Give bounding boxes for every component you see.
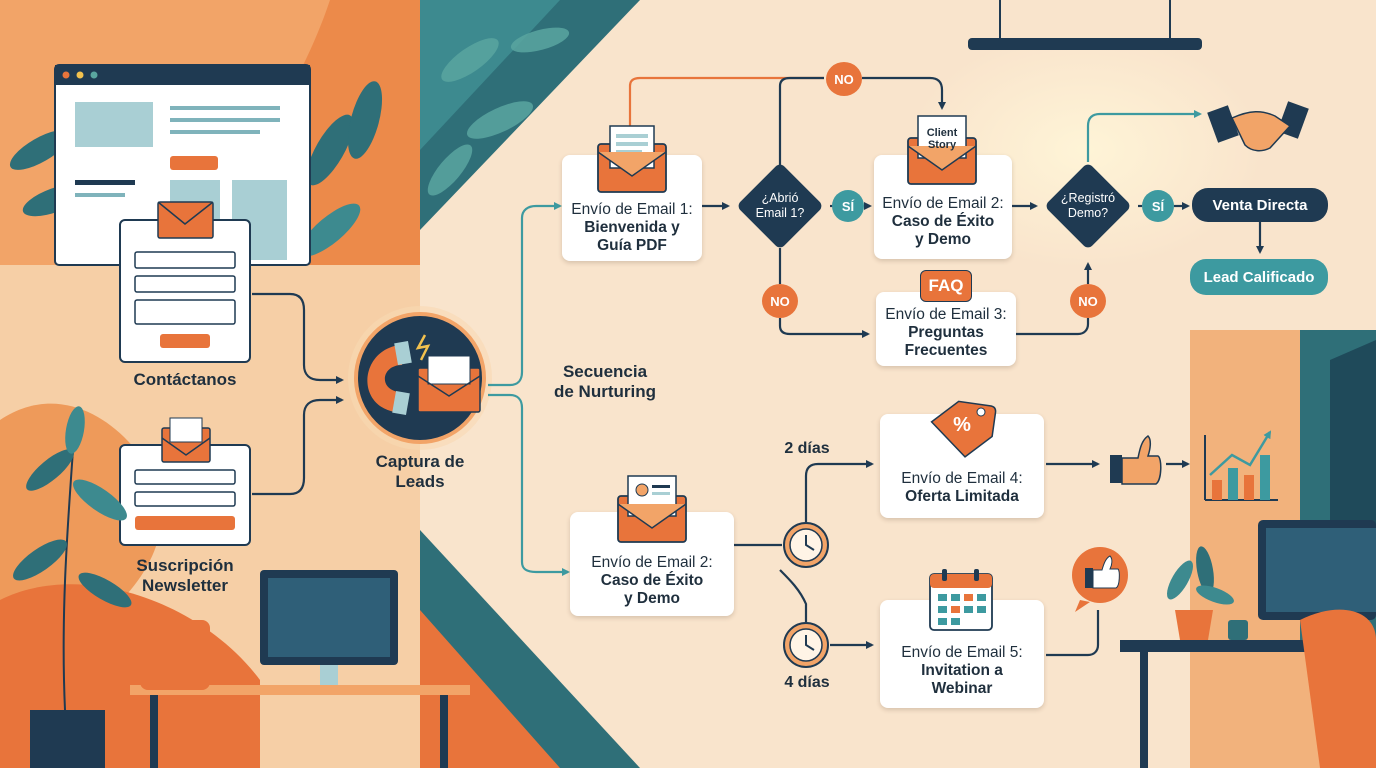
client-story-label: Client Story	[926, 127, 958, 151]
open-envelope-icon	[597, 125, 667, 193]
qualified-lead-pill[interactable]: Lead Calificado	[1190, 259, 1328, 295]
no-badge: NO	[762, 284, 798, 318]
nurturing-sequence-label: Secuencia de Nurturing	[554, 362, 656, 401]
no-badge: NO	[826, 62, 862, 96]
decision-opened-email-1: ¿Abrió Email 1?	[755, 191, 805, 220]
lead-magnet-icon	[348, 306, 492, 450]
email-2-bottom-title-line2: y Demo	[624, 590, 680, 607]
desk-illustration-left	[130, 570, 470, 768]
email-2-card-bottom[interactable]: Envío de Email 2: Caso de Éxito y Demo	[570, 512, 734, 616]
direct-sale-pill[interactable]: Venta Directa	[1192, 188, 1328, 222]
lamp-illustration	[968, 0, 1202, 50]
plant-illustration-left	[13, 406, 132, 768]
newsletter-source-label: Suscripción Newsletter	[136, 556, 234, 595]
email-2-bottom-title-line1: Caso de Éxito	[600, 572, 704, 589]
email-2-bottom-step: Envío de Email 2:	[591, 554, 713, 571]
email-1-card[interactable]: Envío de Email 1: Bienvenida y Guía PDF	[562, 155, 702, 261]
thumbs-up-icon	[1110, 435, 1162, 485]
discount-percent-label: %	[953, 414, 971, 436]
leaf-decoration	[427, 27, 570, 196]
delay-2-days: 2 días	[784, 440, 830, 457]
no-badge: NO	[1070, 284, 1106, 318]
faq-label: FAQ	[928, 276, 964, 295]
email-3-title-line2: Frecuentes	[904, 342, 988, 359]
newsletter-form-illustration	[119, 417, 251, 546]
email-4-step: Envío de Email 4:	[901, 470, 1023, 487]
decision-registered-demo: ¿Registró Demo?	[1060, 191, 1116, 220]
decision-diamond-1	[738, 164, 822, 248]
desk-illustration-right	[1120, 520, 1376, 768]
lead-capture-label: Captura de Leads	[375, 452, 465, 491]
connector-lines	[252, 76, 1264, 657]
growth-chart-icon	[1204, 430, 1278, 501]
website-mockup-illustration	[54, 64, 311, 266]
calendar-icon	[929, 569, 993, 631]
decision-diamond-2	[1046, 164, 1130, 248]
yes-badge: SÍ	[1142, 190, 1174, 222]
contact-source-label: Contáctanos	[133, 370, 237, 389]
email-5-title-line2: Webinar	[931, 680, 993, 697]
clock-icon	[783, 622, 829, 668]
contact-form-illustration	[119, 201, 251, 363]
email-5-title-line1: Invitation a	[921, 662, 1003, 679]
email-5-step: Envío de Email 5:	[901, 644, 1023, 661]
email-3-card[interactable]: Envío de Email 3: Preguntas Frecuentes	[876, 292, 1016, 366]
handshake-icon	[1207, 101, 1309, 152]
yes-badge: SÍ	[832, 190, 864, 222]
profile-envelope-icon	[617, 475, 687, 543]
email-1-title-line1: Bienvenida y	[584, 219, 680, 236]
clock-icon	[783, 522, 829, 568]
email-2-step: Envío de Email 2:	[882, 195, 1004, 212]
email-3-title-line1: Preguntas	[908, 324, 984, 341]
like-bubble-icon	[1072, 547, 1128, 612]
email-1-title-line2: Guía PDF	[597, 237, 667, 254]
faq-bubble-icon: FAQ	[920, 270, 972, 302]
email-2-title-line2: y Demo	[915, 231, 971, 248]
email-2-title-line1: Caso de Éxito	[891, 213, 995, 230]
discount-tag-icon	[930, 400, 997, 458]
email-3-step: Envío de Email 3:	[885, 306, 1007, 323]
email-1-step: Envío de Email 1:	[571, 201, 693, 218]
delay-4-days: 4 días	[784, 674, 830, 691]
client-story-envelope-icon	[907, 115, 977, 185]
email-4-title: Oferta Limitada	[905, 488, 1019, 505]
